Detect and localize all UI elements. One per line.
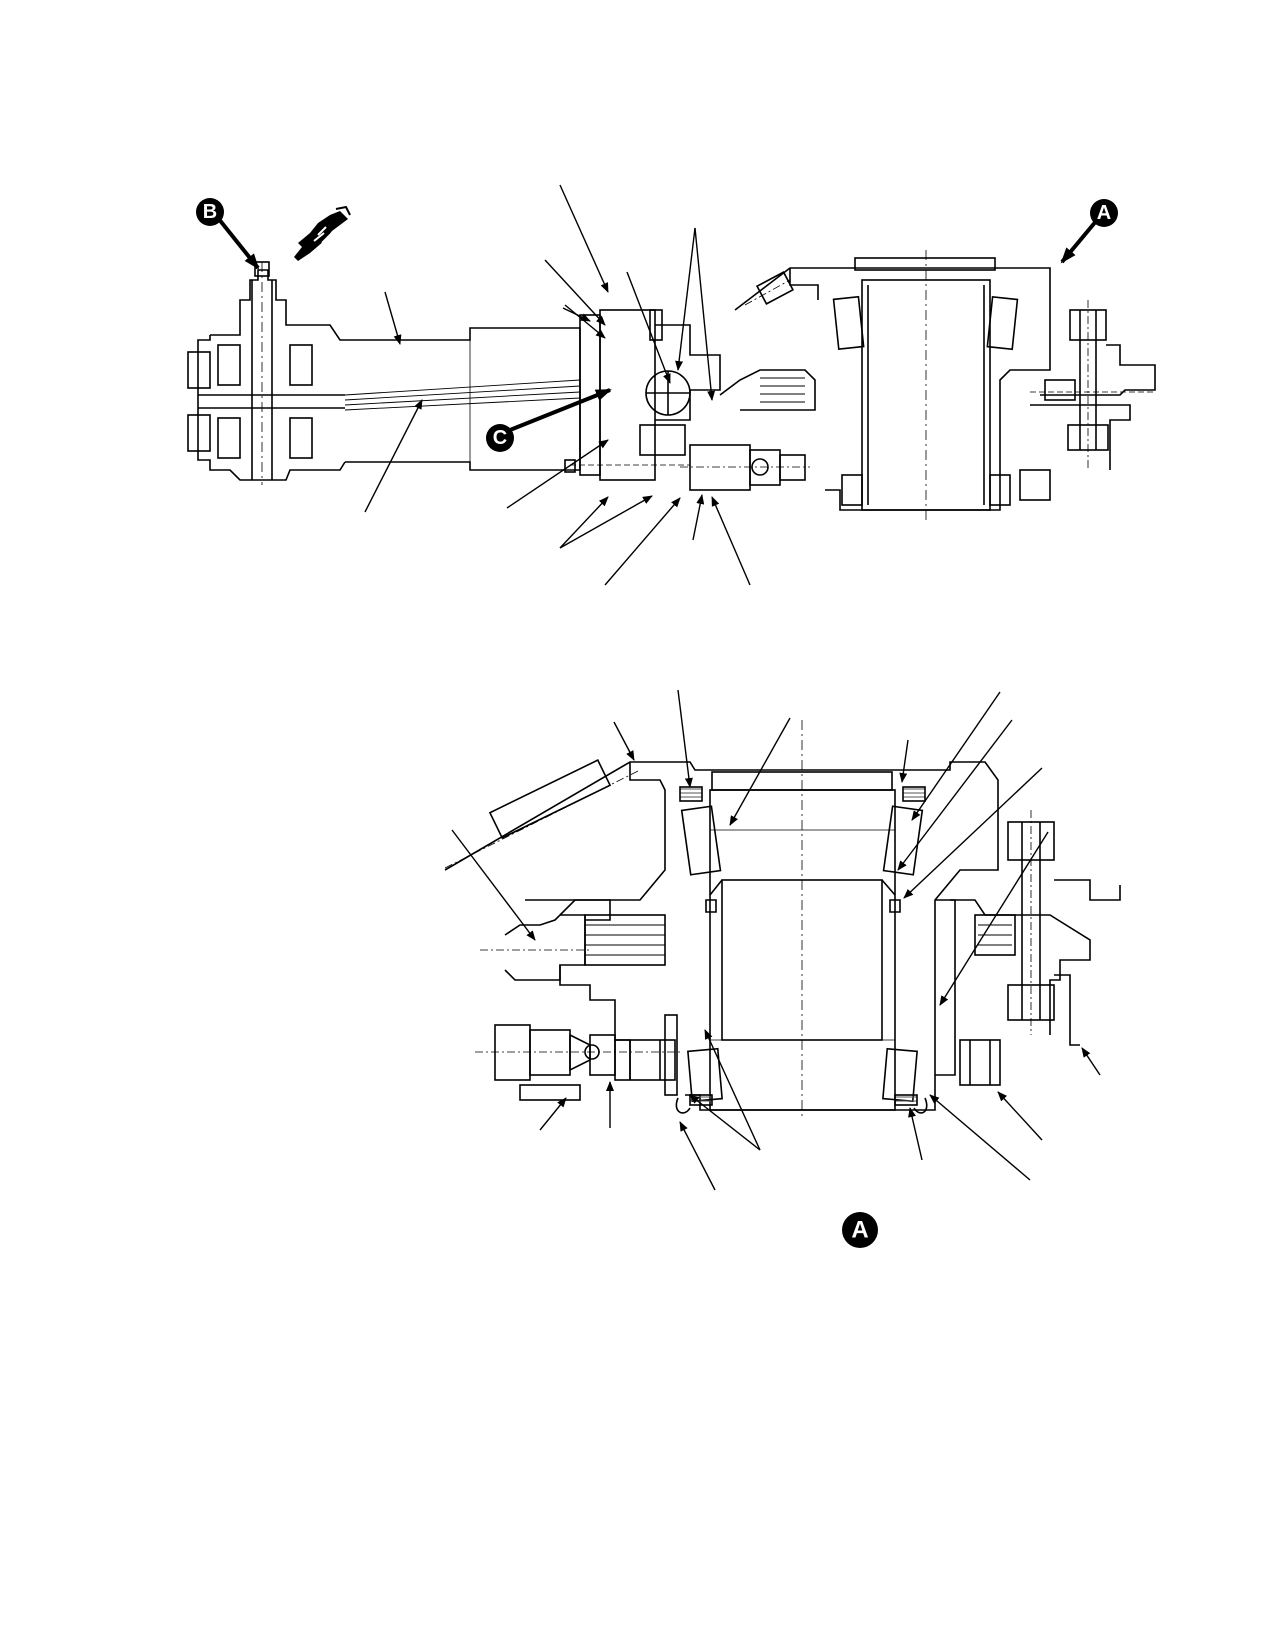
torque-tube bbox=[344, 327, 581, 471]
callout-badge-b: B bbox=[196, 198, 224, 226]
detail-lower-bearings bbox=[664, 1014, 928, 1114]
svg-text:A: A bbox=[851, 1217, 868, 1244]
detail-bolt-assembly bbox=[974, 810, 1121, 1046]
svg-text:A: A bbox=[1097, 202, 1111, 224]
top-view-leader-lines bbox=[364, 184, 751, 586]
center-flange-housing bbox=[564, 309, 721, 481]
svg-text:B: B bbox=[203, 201, 217, 223]
detail-left-roller-assembly bbox=[480, 899, 666, 1080]
detail-right-gear-section bbox=[935, 899, 1091, 1086]
svg-text:C: C bbox=[493, 427, 507, 449]
detail-a-view bbox=[444, 689, 1121, 1191]
callout-arrows-top bbox=[216, 216, 1099, 432]
top-view bbox=[187, 184, 1156, 586]
detail-a-leader-lines bbox=[451, 689, 1101, 1191]
left-end-fitting bbox=[187, 261, 346, 485]
main-gear-housing bbox=[734, 250, 1051, 520]
mounting-bolt-assembly bbox=[1030, 300, 1156, 470]
callout-badge-a-top: A bbox=[1090, 199, 1118, 227]
detail-central-hub bbox=[709, 720, 896, 1120]
detail-lower-gear-unit bbox=[475, 1024, 680, 1101]
callout-badge-a-bottom: A bbox=[842, 1212, 878, 1248]
pointing-hand-icon bbox=[294, 205, 351, 261]
detail-upper-bearings bbox=[679, 786, 926, 913]
callout-badge-c: C bbox=[486, 424, 514, 452]
roller-bearing-block bbox=[680, 369, 816, 491]
